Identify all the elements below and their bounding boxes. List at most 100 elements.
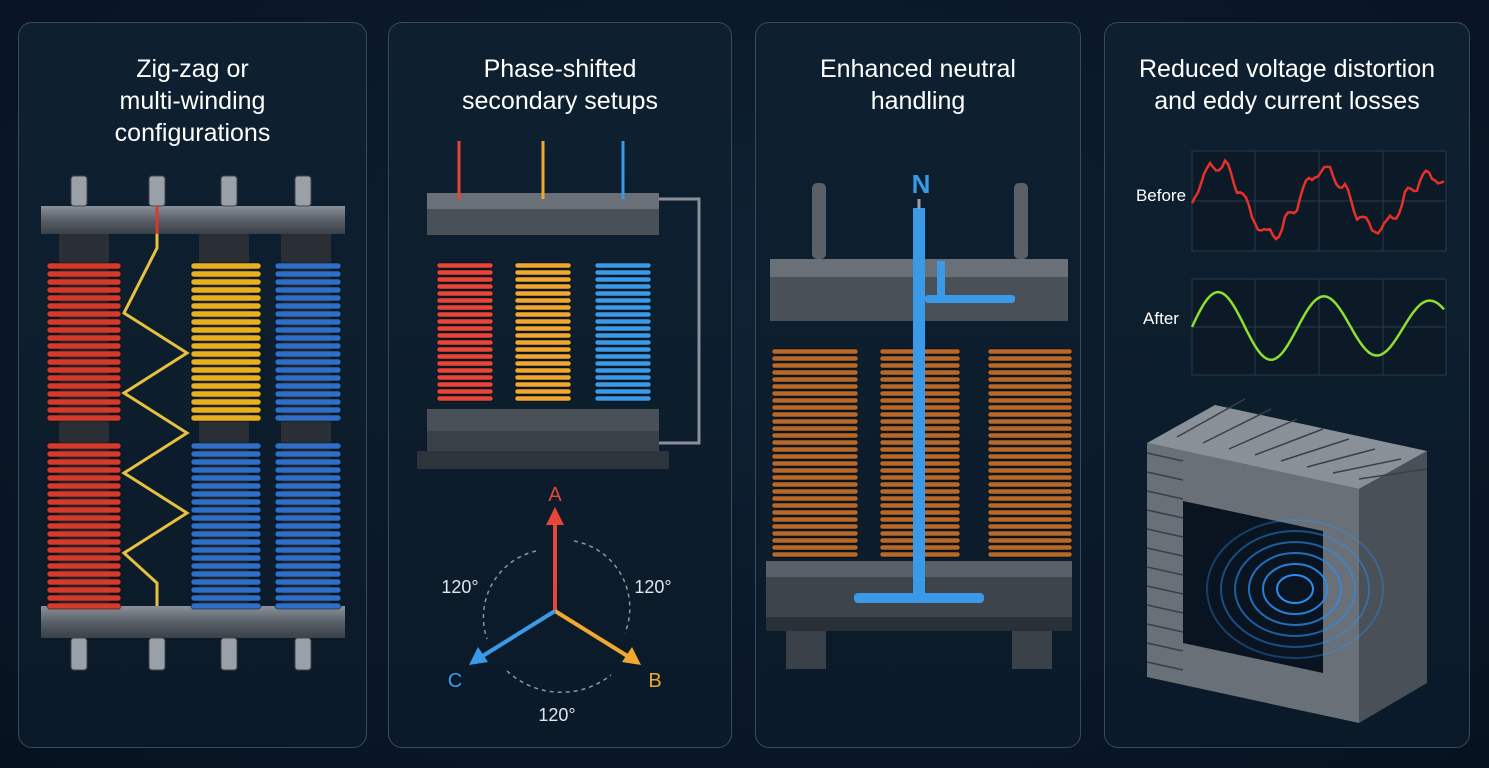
coil-turn bbox=[771, 397, 859, 404]
coils bbox=[436, 141, 652, 402]
angle-label: 120° bbox=[634, 577, 671, 597]
angle-label: 120° bbox=[538, 705, 575, 725]
coil-turn bbox=[594, 304, 652, 311]
panel-title: Enhanced neutral handling bbox=[820, 55, 1016, 115]
phasor-b-head bbox=[622, 647, 641, 665]
coil-turn bbox=[514, 304, 572, 311]
coil-turn bbox=[771, 390, 859, 397]
coil-turn bbox=[274, 578, 342, 586]
coil-turn bbox=[190, 482, 262, 490]
coil-turn bbox=[987, 376, 1073, 383]
coil-turn bbox=[46, 366, 122, 374]
coil-turn bbox=[436, 388, 494, 395]
coil-turn bbox=[274, 374, 342, 382]
coil-turn bbox=[987, 453, 1073, 460]
neutral-transformer-illustration: N bbox=[766, 169, 1073, 669]
coil-turn bbox=[987, 488, 1073, 495]
coil-turn bbox=[274, 326, 342, 334]
coil-turn bbox=[46, 562, 122, 570]
eddy-ring bbox=[1248, 552, 1342, 626]
coil-turn bbox=[190, 374, 262, 382]
coil-turn bbox=[514, 311, 572, 318]
bolts bbox=[70, 175, 312, 671]
coil-turn bbox=[46, 294, 122, 302]
coil-turn bbox=[594, 367, 652, 374]
coil-turn bbox=[274, 310, 342, 318]
coil-turn bbox=[274, 390, 342, 398]
coil-turn bbox=[514, 318, 572, 325]
coil-turn bbox=[274, 286, 342, 294]
coil-turn bbox=[274, 398, 342, 406]
coil-turn bbox=[46, 262, 122, 270]
coil-turn bbox=[771, 376, 859, 383]
coil-turn bbox=[987, 397, 1073, 404]
coil-turn bbox=[771, 467, 859, 474]
coil-turn bbox=[514, 346, 572, 353]
coil-turn bbox=[190, 310, 262, 318]
coil-turn bbox=[987, 411, 1073, 418]
coil-turn bbox=[771, 474, 859, 481]
coil-turn bbox=[436, 395, 494, 402]
coil-turn bbox=[987, 383, 1073, 390]
waveform-grid bbox=[1191, 150, 1447, 376]
coil-turn bbox=[514, 297, 572, 304]
coil-turn bbox=[771, 544, 859, 551]
coil-turn bbox=[514, 262, 572, 269]
eddy-currents bbox=[1206, 519, 1384, 659]
coil-turn bbox=[274, 262, 342, 270]
coil-turn bbox=[987, 523, 1073, 530]
coil-turn bbox=[190, 262, 262, 270]
coil-turn bbox=[594, 297, 652, 304]
coil-turn bbox=[190, 286, 262, 294]
coil-turn bbox=[190, 514, 262, 522]
coil-turn bbox=[190, 390, 262, 398]
coil-turn bbox=[771, 404, 859, 411]
coil-turn bbox=[274, 406, 342, 414]
coil-turn bbox=[594, 283, 652, 290]
coil-turn bbox=[46, 302, 122, 310]
panel-title: Zig-zag or multi-winding configurations bbox=[114, 55, 271, 147]
coil-turn bbox=[190, 270, 262, 278]
coil-turn bbox=[190, 602, 262, 610]
coil-turn bbox=[190, 350, 262, 358]
eddy-ring bbox=[1276, 574, 1314, 604]
phase-shift-illustration: A B C 120° 120° 120° bbox=[417, 141, 701, 725]
coils bbox=[46, 262, 342, 610]
coil-turn bbox=[190, 382, 262, 390]
coil-turn bbox=[987, 544, 1073, 551]
coil-turn bbox=[46, 278, 122, 286]
coil-turn bbox=[436, 374, 494, 381]
coil-turn bbox=[46, 594, 122, 602]
coil-turn bbox=[436, 339, 494, 346]
coil-turn bbox=[190, 398, 262, 406]
coil-turn bbox=[274, 482, 342, 490]
before-waveform bbox=[1190, 158, 1445, 241]
coil-turn bbox=[274, 302, 342, 310]
coil-turn bbox=[46, 326, 122, 334]
coil-turn bbox=[436, 360, 494, 367]
coil-turn bbox=[594, 318, 652, 325]
coil-turn bbox=[274, 350, 342, 358]
coil-turn bbox=[190, 358, 262, 366]
coil-turn bbox=[46, 538, 122, 546]
coil-turn bbox=[274, 358, 342, 366]
neutral-busbar bbox=[854, 208, 1015, 603]
coil-turn bbox=[436, 311, 494, 318]
coil-turn bbox=[771, 537, 859, 544]
coil-turn bbox=[436, 325, 494, 332]
coil-turn bbox=[436, 283, 494, 290]
coil-turn bbox=[46, 602, 122, 610]
coil-turn bbox=[987, 439, 1073, 446]
coil-turn bbox=[190, 490, 262, 498]
coil-turn bbox=[987, 530, 1073, 537]
zigzag-transformer-illustration bbox=[41, 175, 345, 671]
coil-turn bbox=[46, 514, 122, 522]
coil-turn bbox=[771, 530, 859, 537]
coil-turn bbox=[46, 458, 122, 466]
coil-turn bbox=[190, 546, 262, 554]
coil-turn bbox=[594, 388, 652, 395]
coil-turn bbox=[987, 474, 1073, 481]
coil-turn bbox=[436, 276, 494, 283]
distortion-illustration: Before After bbox=[1136, 150, 1447, 723]
coil-turn bbox=[46, 554, 122, 562]
